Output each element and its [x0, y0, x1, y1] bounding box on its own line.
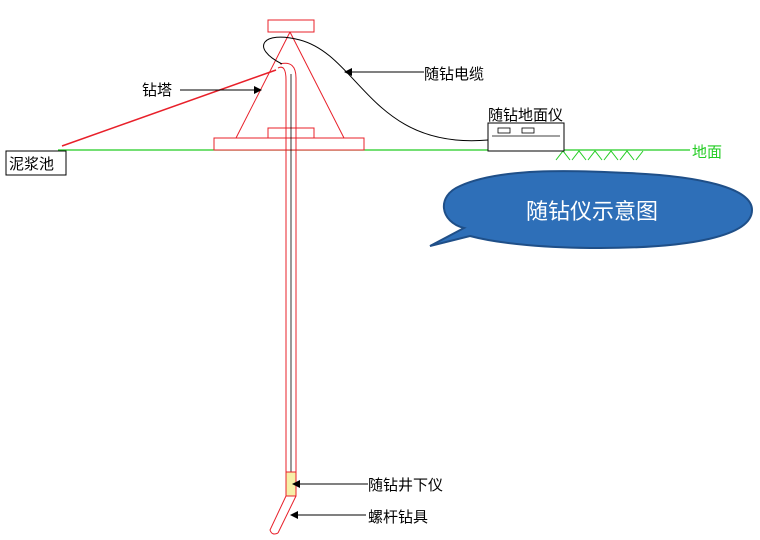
- surface-instrument-display-1: [497, 127, 511, 134]
- derrick-base: [213, 137, 365, 151]
- mud-pit-box: [5, 150, 67, 176]
- derrick-tower: [235, 31, 345, 139]
- cable-label: 随钻电缆: [424, 65, 484, 83]
- cable-line: [263, 36, 489, 142]
- screw-drill-label: 螺杆钻具: [368, 508, 428, 526]
- downhole-arrowhead: [292, 480, 300, 488]
- surface-instrument-label: 随钻地面仪: [488, 106, 563, 124]
- surface-instrument-display-2: [521, 127, 535, 134]
- surface-instrument-box: [487, 122, 565, 152]
- downhole-instrument-label: 随钻井下仪: [368, 476, 443, 494]
- screw-drill: [269, 495, 297, 535]
- ground-label: 地面: [692, 143, 722, 161]
- derrick-label: 钻塔: [142, 81, 172, 99]
- callout-text: 随钻仪示意图: [526, 200, 658, 225]
- screw-drill-arrowhead: [290, 511, 298, 519]
- mud-line: [61, 69, 277, 147]
- ground-hatch: [555, 150, 644, 161]
- crown-block: [267, 19, 315, 33]
- callout-bubble: [429, 170, 754, 250]
- drill-pipe: [277, 62, 297, 472]
- mud-pit-label: 泥浆池: [9, 155, 54, 173]
- derrick-arrowhead: [254, 86, 262, 94]
- cable-arrowhead: [344, 68, 352, 76]
